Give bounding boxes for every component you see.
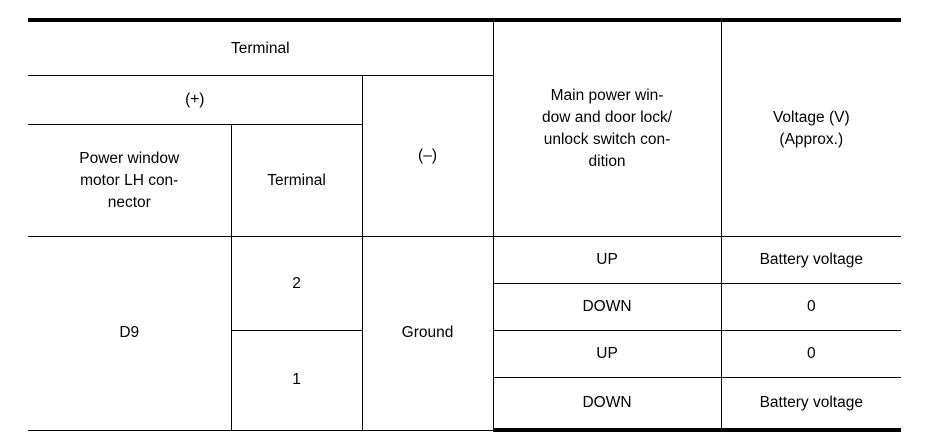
header-voltage: Voltage (V) (Approx.): [720, 18, 902, 237]
header-switch-condition: Main power win- dow and door lock/ unloc…: [492, 18, 722, 237]
cell-switch-condition: UP: [492, 236, 722, 284]
connector-label-line-1: Power window: [79, 149, 180, 167]
table-row: DOWN 0: [28, 283, 902, 331]
cell-switch-condition: UP: [492, 330, 722, 378]
header-connector: Power window motor LH con- nector: [28, 124, 232, 237]
switch-condition-line-3: unlock switch con-: [543, 131, 671, 148]
cell-switch-condition: DOWN: [492, 283, 722, 331]
header-terminal-group: Terminal: [28, 18, 494, 76]
header-positive-polarity: (+): [28, 75, 363, 125]
connector-label-line-3: nector: [107, 193, 151, 211]
voltage-label-line-1: Voltage (V): [772, 109, 850, 126]
voltage-label-line-2: (Approx.): [779, 131, 844, 148]
cell-terminal-number-1: 2: [230, 236, 363, 331]
cell-switch-condition: DOWN: [492, 377, 722, 432]
cell-voltage: Battery voltage: [720, 236, 902, 284]
header-row-terminal-group: Terminal Main power win- dow and door lo…: [28, 18, 902, 237]
connector-label-line-2: motor LH con-: [80, 171, 179, 189]
cell-terminal-number-2: 1: [230, 330, 363, 431]
terminal-voltage-table: Terminal Main power win- dow and door lo…: [28, 18, 902, 432]
header-row-subcolumns: Power window motor LH con- nector Termin…: [28, 124, 901, 237]
cell-voltage: 0: [720, 283, 902, 331]
switch-condition-line-2: dow and door lock/: [541, 109, 673, 126]
cell-connector-d9: D9: [28, 236, 232, 431]
header-row-polarity: (+) (–): [28, 75, 901, 237]
page-canvas: Terminal Main power win- dow and door lo…: [28, 18, 902, 432]
cell-voltage: Battery voltage: [720, 377, 902, 432]
header-terminal-number: Terminal: [230, 124, 363, 237]
switch-condition-line-4: dition: [588, 153, 626, 170]
cell-voltage: 0: [720, 330, 902, 378]
cell-ground: Ground: [361, 236, 494, 431]
header-negative-polarity: (–): [361, 75, 494, 237]
switch-condition-line-1: Main power win-: [550, 87, 664, 104]
table-row: D9 2 Ground UP Battery voltage: [28, 236, 902, 431]
